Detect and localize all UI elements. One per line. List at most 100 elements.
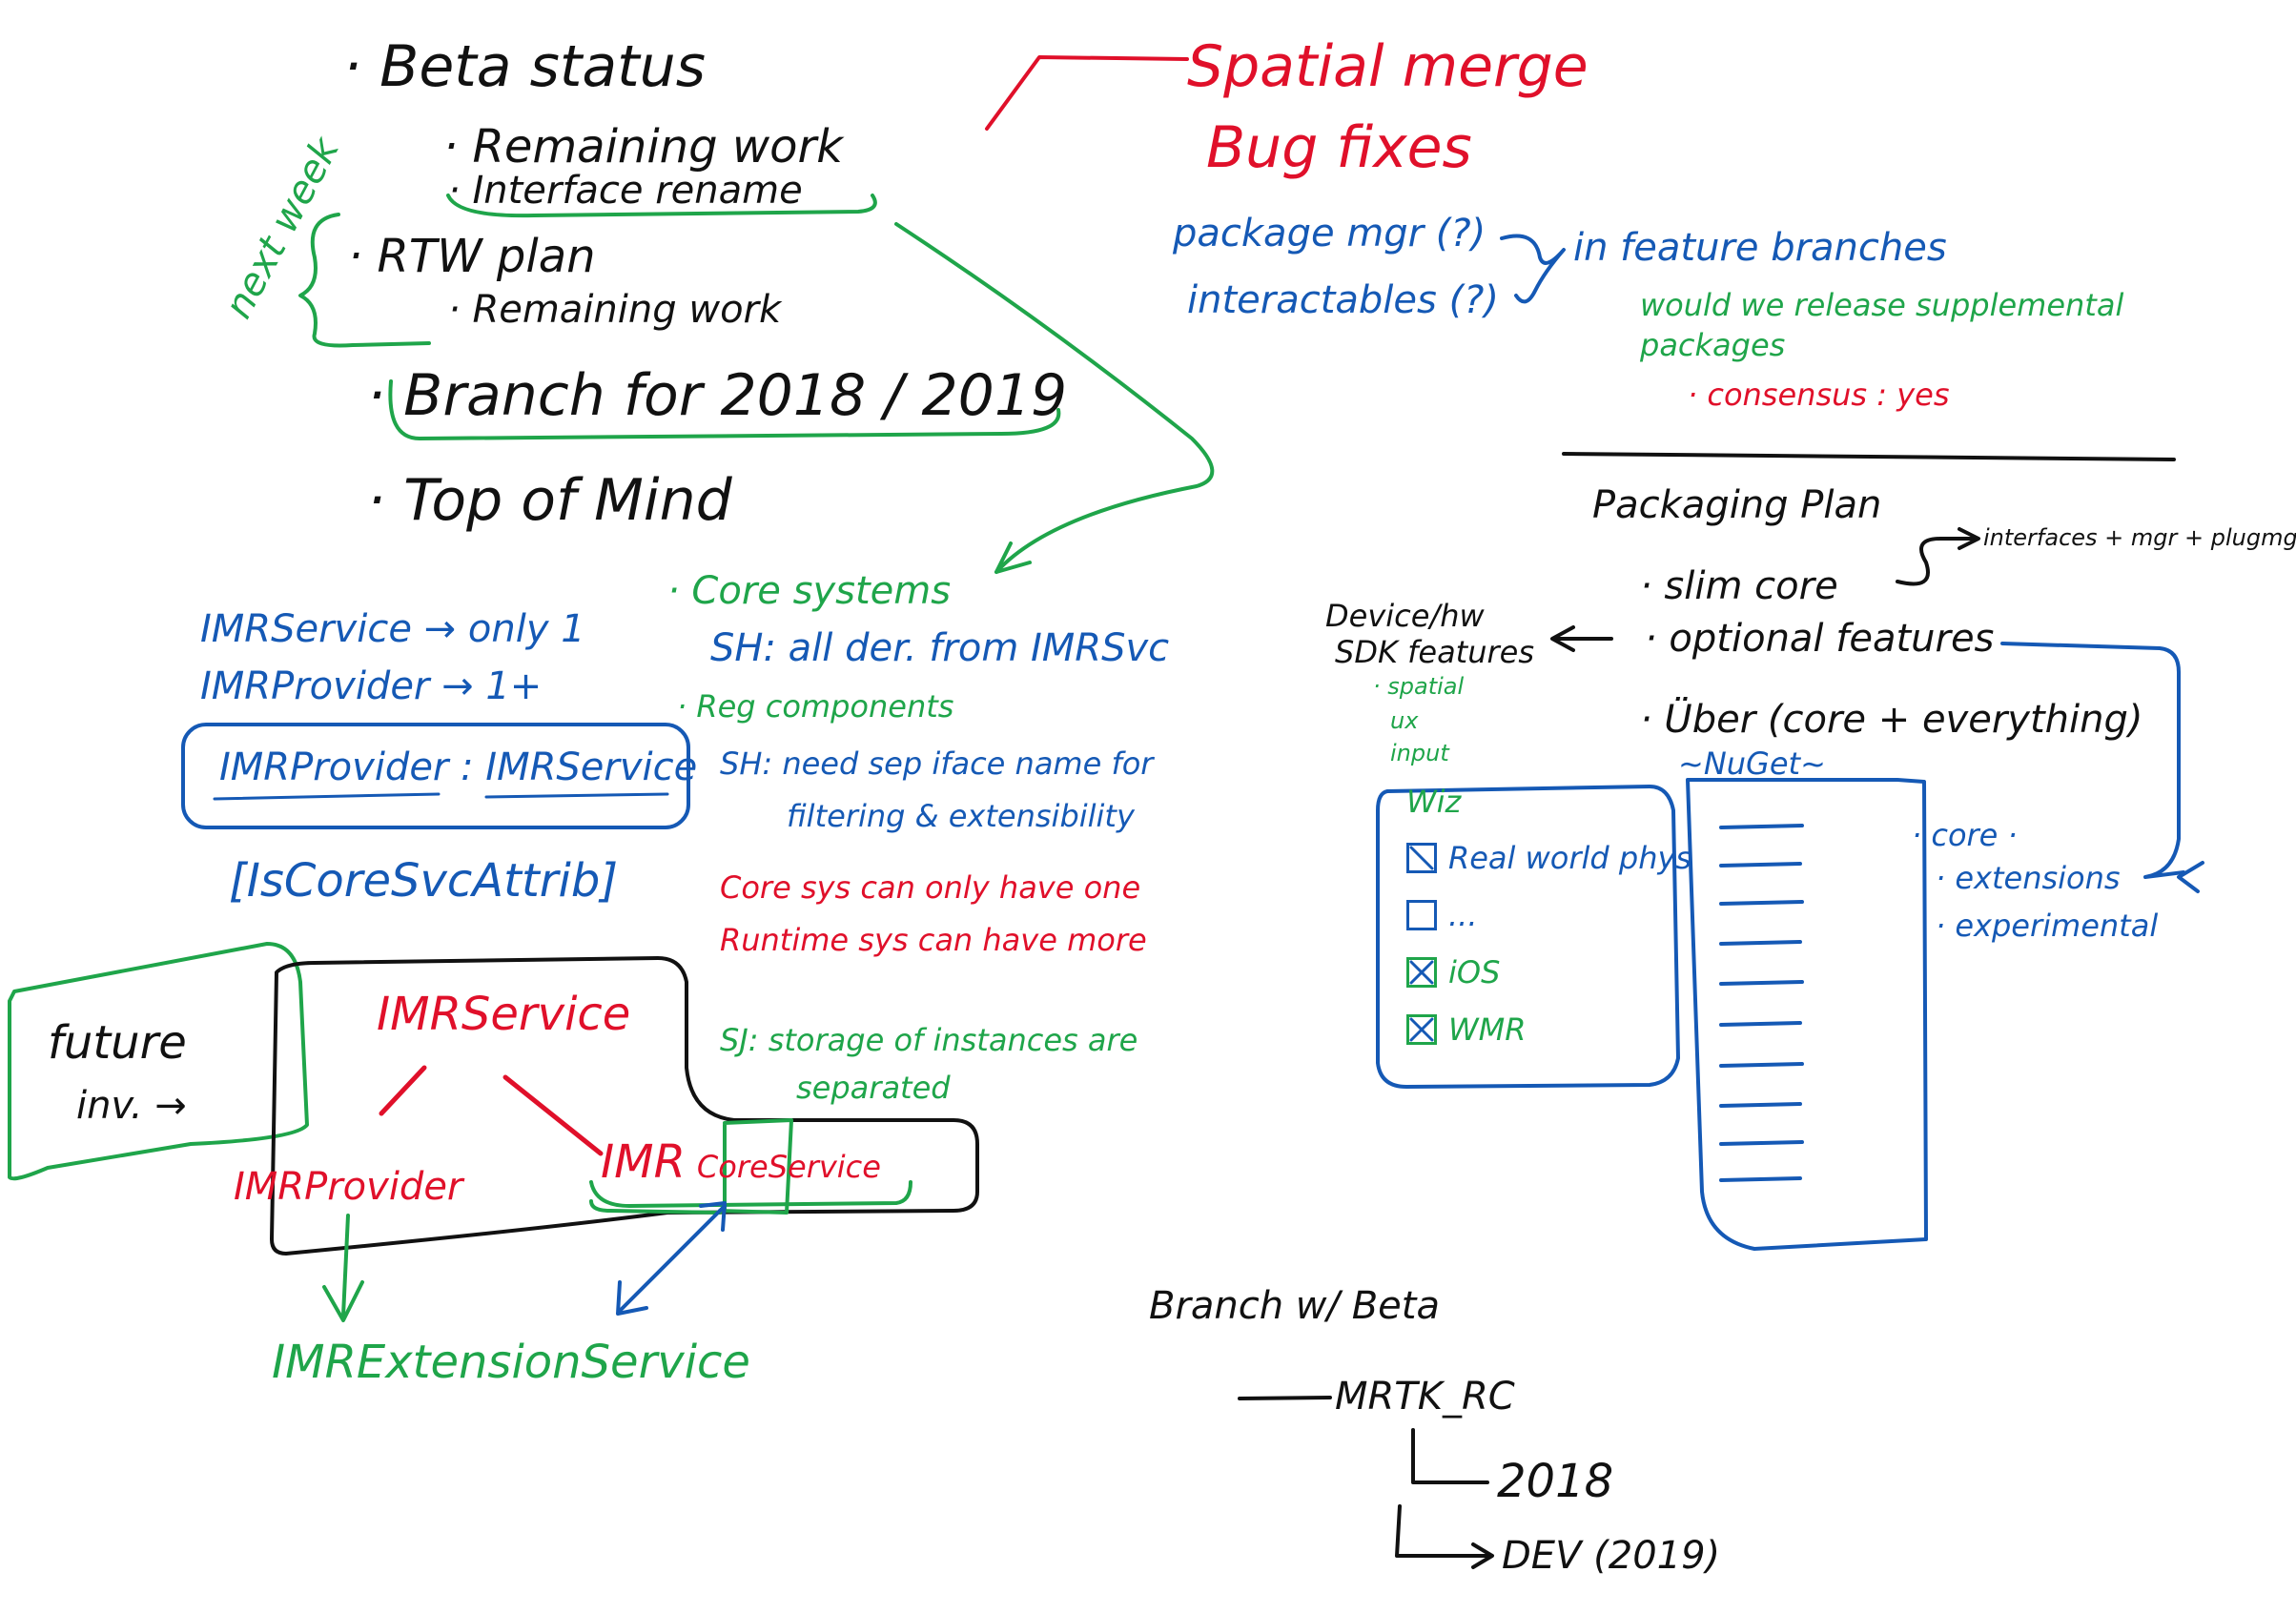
top-of-mind-text: Top of Mind bbox=[403, 467, 732, 534]
future-label: future bbox=[48, 1016, 187, 1070]
branch-line-2018 bbox=[1411, 1428, 1489, 1484]
feature-input: input bbox=[1390, 740, 1449, 766]
optional-features-item: · optional features bbox=[1645, 617, 1995, 661]
remaining-work-text: Remaining work bbox=[472, 120, 843, 174]
checkbox-checked-icon[interactable] bbox=[1406, 843, 1437, 873]
provider-service-label: IMRProvider : IMRService bbox=[219, 745, 698, 789]
blue-arrowhead-top bbox=[699, 1201, 727, 1232]
divider-line bbox=[1562, 452, 2176, 461]
bullet: · bbox=[343, 33, 362, 100]
sh-all-derive-note: SH: all der. from IMRSvc bbox=[710, 626, 1170, 670]
green-arrow-to-core bbox=[894, 222, 1215, 574]
future-inv-label: inv. → bbox=[76, 1084, 187, 1128]
wiz-item-label: ... bbox=[1448, 897, 1478, 933]
blue-underline-provider bbox=[213, 792, 441, 801]
core-sys-one-note: Core sys can only have one bbox=[720, 869, 1141, 906]
interface-rename-text: Interface rename bbox=[472, 169, 803, 213]
wiz-item[interactable]: ... bbox=[1406, 887, 1691, 944]
tier-core: · core · bbox=[1912, 817, 2018, 853]
tier-experimental: · experimental bbox=[1936, 908, 2159, 944]
wiz-item-label: iOS bbox=[1448, 954, 1501, 990]
green-arrowhead-down bbox=[322, 1280, 364, 1322]
runtime-sys-more-note: Runtime sys can have more bbox=[720, 922, 1147, 958]
green-arrow-down bbox=[341, 1214, 350, 1317]
black-brace-slim bbox=[1896, 537, 1976, 586]
branch-line-dev bbox=[1395, 1504, 1489, 1558]
black-arrowhead-device bbox=[1550, 625, 1575, 652]
feature-ux: ux bbox=[1390, 707, 1419, 734]
wiz-item-label: WMR bbox=[1448, 1011, 1527, 1048]
wiz-item[interactable]: WMR bbox=[1406, 1001, 1691, 1058]
sh-need-sep-note-1: SH: need sep iface name for bbox=[720, 745, 1154, 782]
consensus-note: · consensus : yes bbox=[1688, 377, 1950, 413]
sj-storage-note-2: separated bbox=[796, 1070, 951, 1106]
imrextensionservice-node: IMRExtensionService bbox=[272, 1336, 750, 1389]
beta-status-text: Beta status bbox=[379, 33, 706, 100]
slim-core-item: · slim core bbox=[1640, 564, 1838, 608]
branch-title: Branch w/ Beta bbox=[1149, 1284, 1440, 1328]
nuget-list-lines bbox=[1719, 824, 1804, 1182]
core-svc-attrib-label: [IsCoreSvcAttrib] bbox=[229, 854, 619, 908]
release-question-note: would we release supplemental packages bbox=[1640, 287, 2124, 363]
imrservice-only-note: IMRService → only 1 bbox=[200, 607, 585, 651]
green-underline-interface bbox=[446, 194, 877, 218]
bug-fixes-note: Bug fixes bbox=[1206, 114, 1472, 181]
branch-root-line bbox=[1238, 1396, 1332, 1400]
green-arrowhead-core bbox=[994, 541, 1032, 574]
checkbox-empty-icon[interactable] bbox=[1406, 900, 1437, 930]
sh-need-sep-note-2: filtering & extensibility bbox=[787, 798, 1135, 834]
red-line-service-core bbox=[502, 1074, 604, 1156]
imr-prefix: IMR bbox=[601, 1135, 686, 1189]
blue-brace-feature bbox=[1500, 234, 1566, 304]
agenda-interface-rename: · Interface rename bbox=[448, 172, 803, 210]
blue-underline-service bbox=[484, 792, 669, 799]
blue-double-arrow bbox=[618, 1204, 727, 1313]
tier-extensions: · extensions bbox=[1936, 860, 2121, 896]
blue-box-nuget bbox=[1686, 778, 1928, 1251]
imrservice-node: IMRService bbox=[377, 988, 631, 1041]
feature-spatial: · spatial bbox=[1373, 673, 1465, 700]
branch-arrowhead-dev bbox=[1471, 1542, 1494, 1569]
blue-arrowhead-bottom bbox=[616, 1280, 648, 1316]
agenda-rtw-plan: · RTW plan bbox=[348, 234, 596, 279]
black-box-imrservice bbox=[270, 956, 979, 1256]
nuget-label: ~NuGet~ bbox=[1678, 745, 1826, 782]
branch-root-mrtk-rc: MRTK_RC bbox=[1335, 1375, 1515, 1419]
agenda-remaining-work-1: · Remaining work bbox=[443, 124, 843, 170]
core-service-text: CoreService bbox=[696, 1149, 881, 1185]
green-brace-next-week bbox=[298, 213, 431, 348]
interfaces-note: interfaces + mgr + plugmgr bbox=[1983, 524, 2296, 551]
reg-components-note: · Reg components bbox=[677, 688, 954, 725]
imrprovider-many-note: IMRProvider → 1+ bbox=[200, 664, 543, 708]
branch-child-2018: 2018 bbox=[1497, 1455, 1614, 1508]
agenda-branch-for: · Branch for 2018 / 2019 bbox=[367, 367, 1067, 424]
checkbox-checked-icon[interactable] bbox=[1406, 957, 1437, 988]
red-connector-line bbox=[985, 55, 1189, 131]
red-line-service-provider bbox=[379, 1065, 427, 1116]
sdk-features-label: SDK features bbox=[1335, 634, 1535, 670]
wiz-item[interactable]: Real world phys bbox=[1406, 829, 1691, 887]
branch-for-text: Branch for 2018 / 2019 bbox=[403, 362, 1068, 429]
bullet: · bbox=[448, 169, 461, 213]
bullet: · bbox=[367, 362, 386, 429]
bullet: · bbox=[448, 288, 461, 332]
bullet: · bbox=[367, 467, 386, 534]
wiz-list: Real world phys ... iOS WMR bbox=[1406, 829, 1691, 1058]
bullet: · bbox=[443, 120, 459, 174]
wiz-item[interactable]: iOS bbox=[1406, 944, 1691, 1001]
packaging-plan-title: Packaging Plan bbox=[1592, 483, 1882, 527]
sj-storage-note-1: SJ: storage of instances are bbox=[720, 1022, 1138, 1058]
green-underline-branch bbox=[388, 379, 1061, 440]
blue-box-wiz bbox=[1376, 785, 1680, 1089]
remaining-work-text: Remaining work bbox=[472, 288, 782, 332]
uber-item: · Über (core + everything) bbox=[1640, 698, 2143, 742]
green-bracket-core bbox=[589, 1118, 793, 1215]
checkbox-checked-icon[interactable] bbox=[1406, 1014, 1437, 1045]
feature-branches-note: in feature branches bbox=[1573, 226, 1947, 270]
wiz-item-label: Real world phys bbox=[1448, 840, 1692, 876]
blue-box-provider-service bbox=[181, 723, 690, 829]
core-systems-note: · Core systems bbox=[667, 569, 952, 613]
blue-arrowhead-tiers bbox=[2177, 861, 2204, 893]
